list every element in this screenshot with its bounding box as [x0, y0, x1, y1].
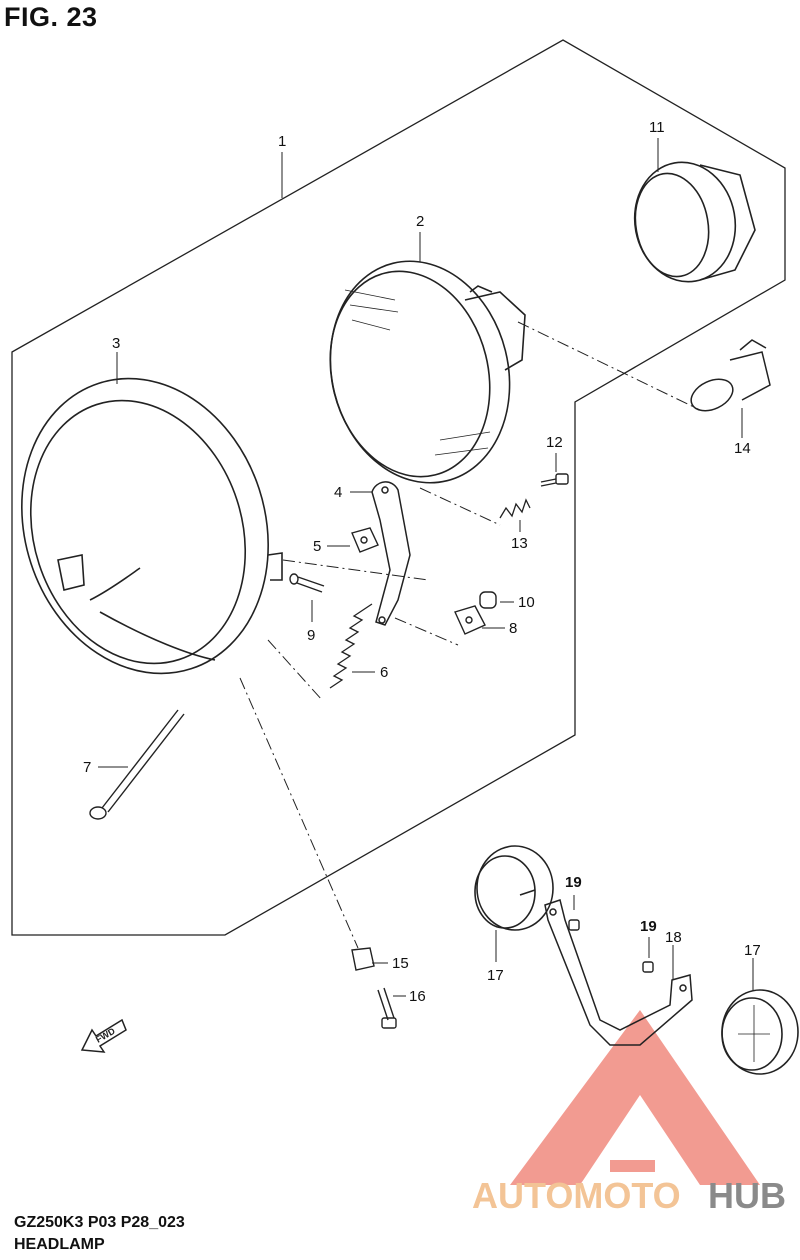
- watermark-logo: [510, 1010, 760, 1185]
- callout-18: 18: [665, 929, 682, 946]
- callout-17-right: 17: [744, 942, 761, 959]
- callout-7: 7: [83, 759, 91, 776]
- fwd-arrow-icon: FWD: [80, 1018, 127, 1053]
- adjuster-bracket: [371, 481, 411, 626]
- diagram-title: HEADLAMP: [14, 1236, 105, 1253]
- grommet-15: [351, 947, 375, 971]
- callout-5: 5: [313, 538, 321, 555]
- screw-12: [540, 473, 569, 487]
- callout-1: 1: [278, 133, 286, 150]
- watermark-text-hub: HUB: [708, 1175, 786, 1216]
- watermark-text-automoto: AUTOMOTO: [472, 1175, 681, 1216]
- nut-19b: [642, 961, 654, 973]
- callout-6: 6: [380, 664, 388, 681]
- callout-19-lower: 19: [640, 918, 657, 935]
- callout-16: 16: [409, 988, 426, 1005]
- bolt-16: [377, 987, 397, 1029]
- nut-8: [454, 605, 486, 635]
- nut-5: [351, 527, 379, 553]
- cap-10: [479, 591, 497, 609]
- leader-lines: [98, 138, 754, 997]
- spring-13: [499, 498, 531, 519]
- callout-11: 11: [649, 119, 665, 136]
- callout-2: 2: [416, 213, 424, 230]
- callouts: 1 2 3 4 5 6 7 8 9 10 11 12 13 14 15 16 1…: [83, 119, 761, 1005]
- adjust-screw-7: [89, 709, 185, 820]
- figure-label: FIG. 23: [4, 2, 98, 32]
- nut-19a: [568, 919, 580, 931]
- callout-13: 13: [511, 535, 528, 552]
- headlamp-unit: [329, 260, 526, 484]
- screw-9: [289, 573, 325, 593]
- callout-12: 12: [546, 434, 563, 451]
- socket-cover: [633, 161, 756, 283]
- callout-10: 10: [518, 594, 535, 611]
- headlamp-rim: [21, 377, 283, 675]
- callout-17-left: 17: [487, 967, 504, 984]
- reflector-left: [474, 845, 554, 931]
- assembly-outline: [11, 39, 786, 936]
- callout-3: 3: [112, 335, 120, 352]
- spring-6: [329, 603, 373, 689]
- callout-19-upper: 19: [565, 874, 582, 891]
- model-code: GZ250K3 P03 P28_023: [14, 1214, 185, 1231]
- bulb-14: [690, 339, 771, 412]
- reflector-right: [721, 989, 799, 1075]
- reflector-bracket: [544, 899, 693, 1046]
- callout-14: 14: [734, 440, 751, 457]
- callout-4: 4: [334, 484, 342, 501]
- callout-8: 8: [509, 620, 517, 637]
- callout-15: 15: [392, 955, 409, 972]
- callout-9: 9: [307, 627, 315, 644]
